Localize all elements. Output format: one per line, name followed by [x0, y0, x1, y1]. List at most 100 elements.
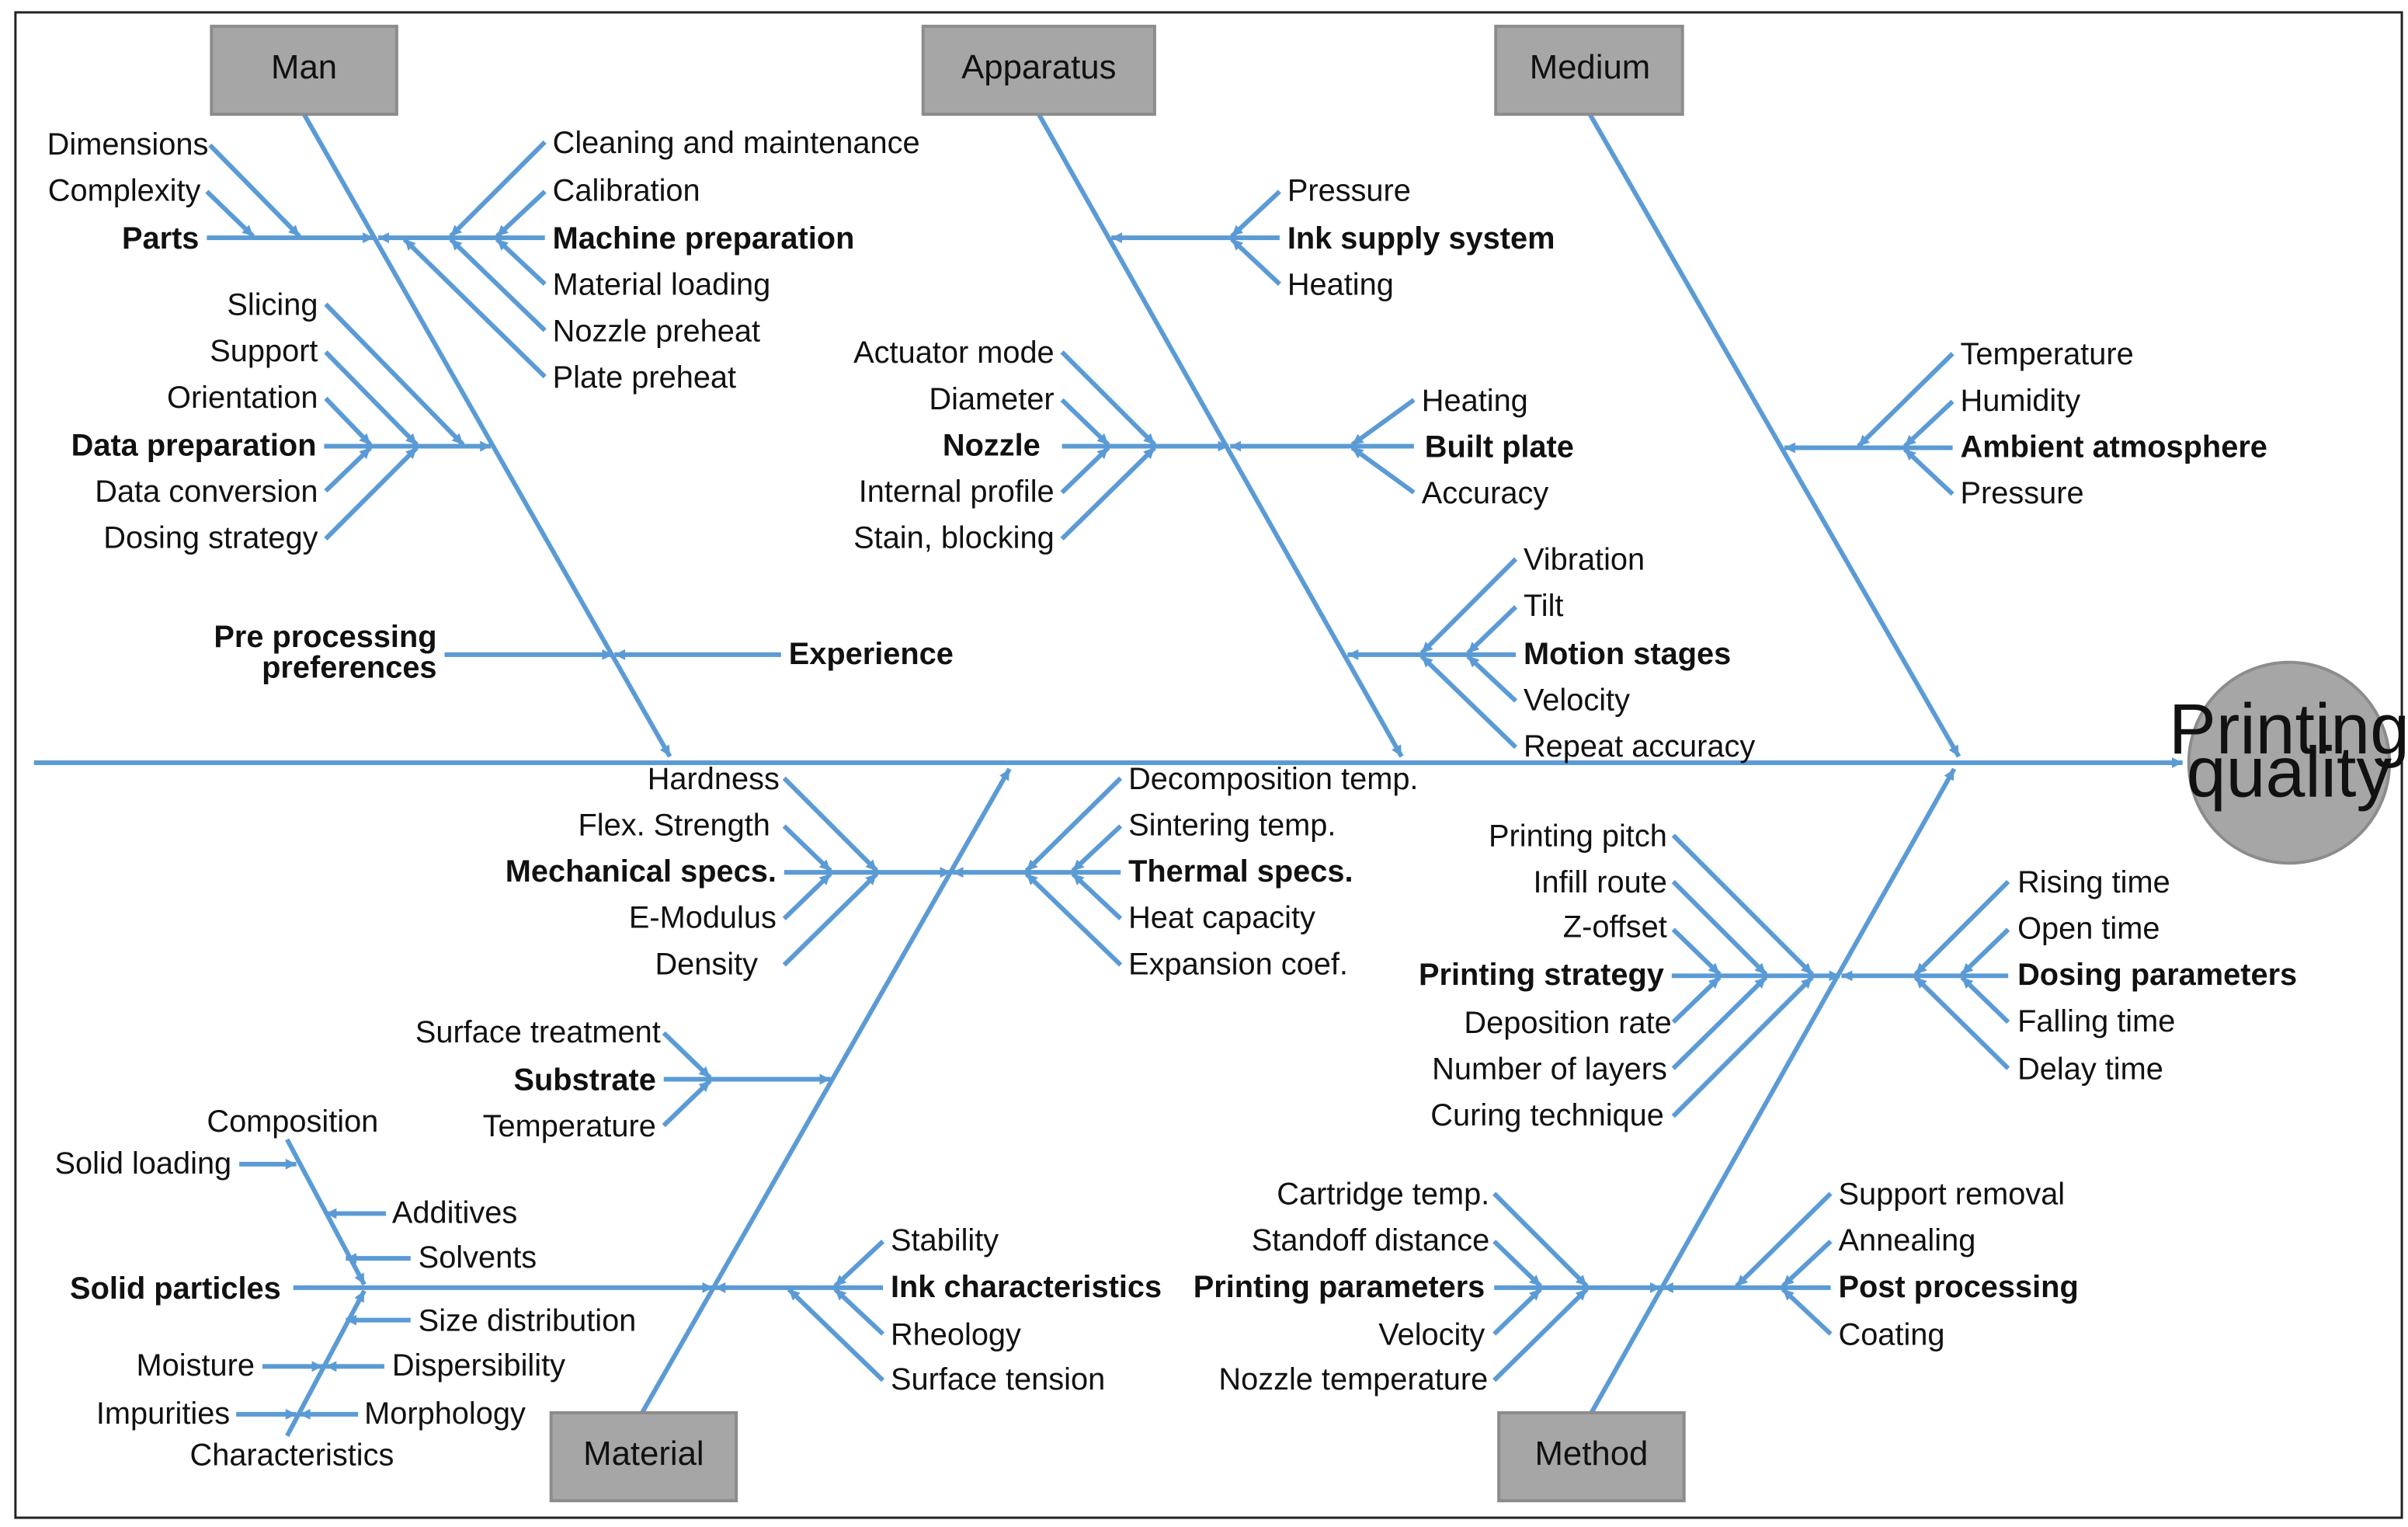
sub-branch — [324, 302, 465, 447]
sub-branch — [1781, 1240, 1833, 1289]
sub-cause: Dispersibility — [392, 1348, 565, 1383]
sub-cause: Internal profile — [859, 475, 1055, 509]
sub-cause: Dimensions — [47, 127, 209, 162]
sub-cause: Delay time — [2017, 1052, 2163, 1087]
cause-ambient-atmosphere: Ambient atmosphere — [1961, 430, 2267, 464]
sub-branch — [1671, 976, 1768, 1070]
cause-parts: Parts — [122, 221, 199, 256]
sub-cause: Coating — [1838, 1317, 1944, 1351]
sub-branch — [1071, 871, 1123, 920]
sub-branch — [1857, 352, 1955, 448]
sub-branch — [449, 237, 547, 332]
sub-branch — [1230, 190, 1281, 238]
sub-branch — [324, 446, 373, 493]
cause-solid-particles: Solid particles — [70, 1271, 281, 1306]
sub-cause: Surface tension — [891, 1362, 1105, 1397]
cause-nozzle: Nozzle — [943, 428, 1041, 462]
svg-text:Material: Material — [583, 1435, 704, 1473]
sub-branch — [1419, 654, 1518, 750]
sub-branch — [324, 350, 419, 447]
sub-branch — [1781, 1287, 1833, 1336]
sub-cause: Nozzle temperature — [1218, 1362, 1488, 1397]
sub-cause: Velocity — [1378, 1317, 1485, 1351]
method-causes: Printing strategy Printing pitch Infill … — [1194, 819, 2297, 1397]
sub-cause: Rising time — [2017, 865, 2170, 899]
sub-branch — [1671, 976, 1814, 1118]
sub-cause: Dosing strategy — [103, 521, 318, 555]
cause-pre-processing-line2: preferences — [262, 651, 436, 685]
sub-branch — [1350, 398, 1416, 447]
apparatus-bone — [1037, 113, 1404, 758]
sub-branch — [1060, 446, 1156, 541]
sub-cause: Impurities — [96, 1397, 230, 1431]
sub-cause: Temperature — [1961, 337, 2134, 371]
sub-cause: Repeat accuracy — [1524, 729, 1755, 764]
sub-cause: Calibration — [553, 173, 700, 207]
svg-text:Method: Method — [1535, 1435, 1649, 1473]
sub-branch — [787, 1287, 885, 1383]
sub-cause: Accuracy — [1422, 476, 1549, 510]
sub-cause: Standoff distance — [1252, 1223, 1489, 1257]
sub-cause: E-Modulus — [629, 901, 777, 935]
sub-branch — [782, 824, 832, 873]
sub-cause: Pressure — [1287, 173, 1411, 207]
svg-text:Medium: Medium — [1530, 48, 1650, 86]
sub-cause: Velocity — [1524, 683, 1630, 717]
sub-cause: Density — [655, 947, 758, 981]
sub-cause: Composition — [207, 1104, 378, 1139]
sub-cause: Nozzle preheat — [553, 314, 760, 348]
sub-branch — [1960, 976, 2010, 1024]
sub-cause: Rheology — [891, 1317, 1021, 1351]
cause-experience: Experience — [789, 637, 954, 671]
sub-cause: Decomposition temp. — [1128, 762, 1418, 796]
sub-branch — [1902, 399, 1955, 448]
effect-node: Printing quality — [2169, 660, 2408, 865]
sub-cause: Printing pitch — [1489, 819, 1667, 853]
cause-dosing-parameters: Dosing parameters — [2017, 958, 2297, 992]
sub-cause: Support — [210, 334, 318, 368]
cause-ink-characteristics: Ink characteristics — [891, 1270, 1162, 1304]
sub-cause: Diameter — [929, 382, 1054, 416]
cause-printing-parameters: Printing parameters — [1194, 1270, 1485, 1304]
sub-branch — [833, 1240, 885, 1289]
sub-cause: Heat capacity — [1128, 901, 1315, 935]
sub-cause: Pressure — [1961, 476, 2084, 510]
sub-branch — [1902, 447, 1955, 496]
sub-cause: Size distribution — [419, 1304, 637, 1338]
sub-branch — [1913, 879, 2010, 976]
sub-branch — [1466, 654, 1518, 703]
sub-cause: Hardness — [648, 762, 780, 796]
sub-branch — [1492, 1287, 1542, 1336]
sub-branch — [1492, 1287, 1589, 1383]
sub-cause: Additives — [392, 1195, 517, 1230]
medium-bone — [1587, 113, 1961, 758]
category-man: Man — [210, 24, 398, 117]
sub-cause: Open time — [2017, 912, 2160, 946]
sub-cause: Cartridge temp. — [1277, 1177, 1489, 1212]
sub-branch — [1350, 446, 1416, 495]
sub-cause: Sintering temp. — [1128, 808, 1336, 842]
sub-branch — [782, 872, 879, 967]
sub-cause: Annealing — [1838, 1223, 1975, 1257]
cause-data-preparation: Data preparation — [71, 428, 317, 462]
sub-cause: Number of layers — [1432, 1052, 1667, 1087]
sub-branch — [1024, 776, 1123, 873]
sub-cause: Moisture — [137, 1348, 255, 1383]
sub-branch — [1230, 237, 1281, 286]
sub-cause: Material loading — [553, 268, 771, 302]
sub-cause: Deposition rate — [1464, 1006, 1671, 1040]
category-medium: Medium — [1494, 24, 1684, 117]
method-bone — [1589, 767, 1957, 1414]
sub-cause: Vibration — [1524, 543, 1645, 577]
cause-substrate: Substrate — [513, 1063, 655, 1097]
sub-cause: Humidity — [1961, 384, 2081, 418]
sub-branch — [1060, 446, 1110, 495]
sub-branch — [1671, 927, 1722, 976]
sub-branch — [1060, 398, 1110, 447]
sub-branch — [1492, 1191, 1589, 1288]
sub-cause: Slicing — [227, 288, 318, 322]
sub-branch — [1671, 879, 1768, 976]
sub-branch — [1735, 1191, 1833, 1289]
sub-branch — [782, 871, 832, 920]
sub-cause: Falling time — [2017, 1004, 2175, 1038]
